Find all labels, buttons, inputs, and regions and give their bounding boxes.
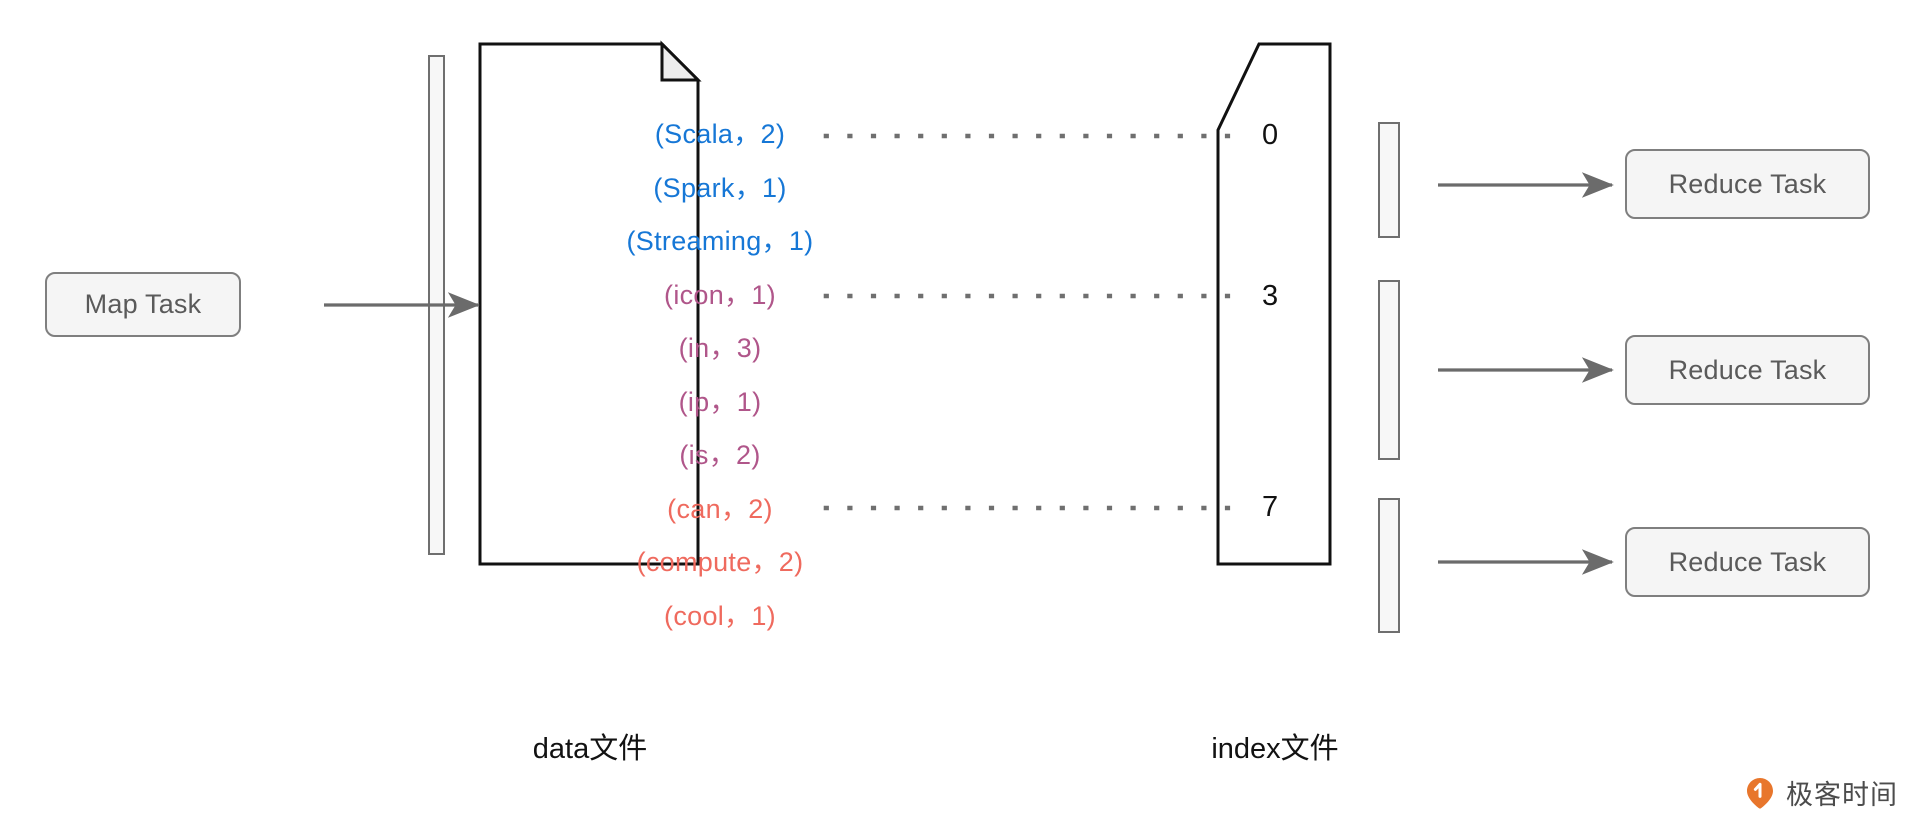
index-offset-0: 0: [1262, 119, 1279, 151]
list-item: (can，2): [667, 493, 773, 524]
reduce-task-label: Reduce Task: [1668, 354, 1827, 385]
list-item: (Scala，2): [654, 119, 786, 149]
list-item: (is，2): [679, 440, 761, 470]
location-pin-icon: [1747, 777, 1773, 809]
list-item: (in，3): [678, 333, 762, 363]
data-file-fold-corner: [660, 40, 702, 82]
index-offset-2: 7: [1262, 491, 1279, 523]
partition-bar-1: [1378, 122, 1400, 238]
watermark-text: 极客时间: [1786, 780, 1898, 810]
index-file-caption: index文件: [1211, 733, 1339, 765]
watermark: 极客时间: [1743, 773, 1898, 812]
data-file-entry-list: (Scala，2) (Spark，1) (Streaming，1) (icon，…: [585, 108, 855, 643]
reduce-task-label: Reduce Task: [1668, 168, 1827, 199]
map-task-box[interactable]: Map Task: [45, 272, 241, 337]
partition-bar-2: [1378, 280, 1400, 460]
reduce-task-box-3[interactable]: Reduce Task: [1625, 527, 1870, 597]
reduce-task-box-2[interactable]: Reduce Task: [1625, 335, 1870, 405]
partition-bar-3: [1378, 498, 1400, 633]
data-file-caption: data文件: [532, 733, 648, 765]
reduce-task-box-1[interactable]: Reduce Task: [1625, 149, 1870, 219]
list-item: (ip，1): [678, 386, 762, 417]
list-item: (icon，1): [664, 279, 776, 310]
reduce-task-label: Reduce Task: [1668, 546, 1827, 577]
map-output-bracket-bar: [428, 55, 445, 555]
index-offset-1: 3: [1262, 280, 1279, 312]
list-item: (cool，1): [664, 600, 776, 631]
list-item: (compute，2): [636, 547, 804, 577]
list-item: (Spark，1): [653, 172, 787, 203]
map-task-label: Map Task: [84, 289, 202, 319]
list-item: (Streaming，1): [626, 226, 814, 256]
